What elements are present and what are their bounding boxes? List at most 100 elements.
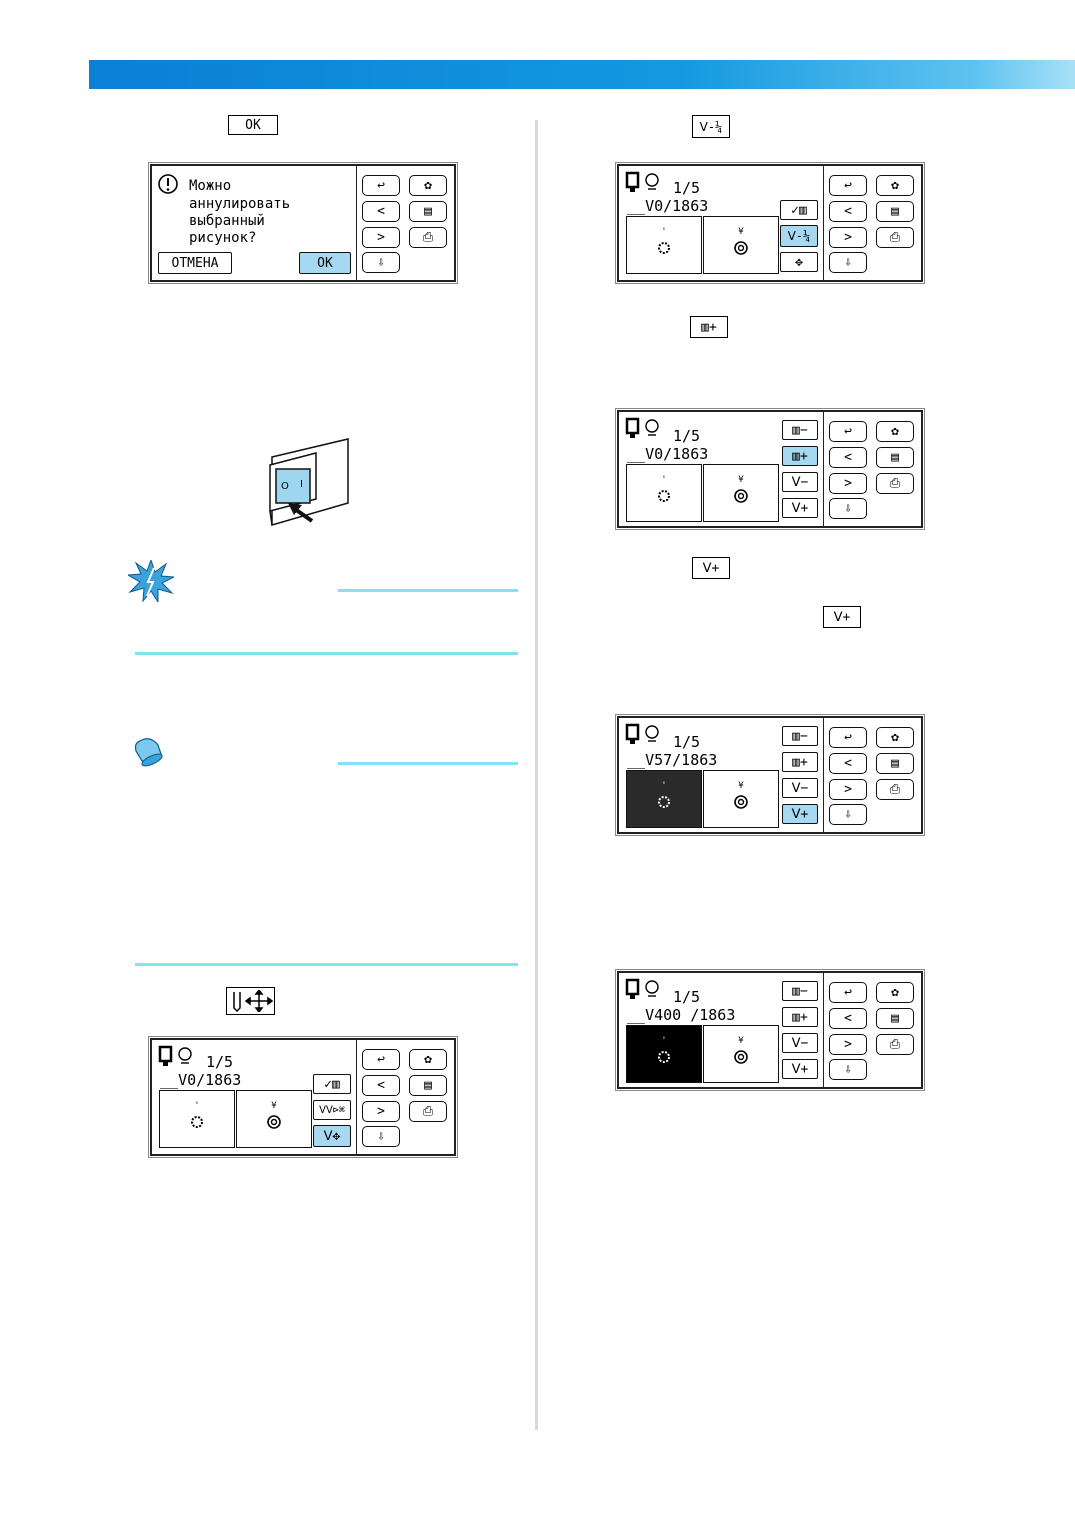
thread-plus-icon: ▥+	[792, 754, 808, 770]
stitch-minus-button[interactable]: Ⅴ−	[782, 778, 818, 798]
thread-plus-button[interactable]: ▥+	[782, 1007, 818, 1027]
save-icon: ⇩	[377, 1129, 385, 1144]
embroidery-button[interactable]: ✿	[876, 175, 914, 196]
embroidery-button[interactable]: ✿	[876, 727, 914, 748]
stitch-plus-key-icon: Ⅴ+	[692, 557, 730, 579]
memo-line-bottom	[135, 963, 518, 966]
save-button[interactable]: ⇩	[829, 804, 867, 825]
prev-button[interactable]: <	[829, 1008, 867, 1029]
thread-plus-button[interactable]: ▥+	[782, 752, 818, 772]
stitch-trace-button[interactable]: ᐯᐯ⊳⌘	[313, 1100, 351, 1120]
ok-button[interactable]: OK	[299, 252, 351, 274]
thread-minus-button[interactable]: ▥−	[782, 981, 818, 1001]
stitch-minus-button[interactable]: Ⅴ−	[782, 472, 818, 492]
note-line-top	[338, 589, 518, 592]
move-needle-button[interactable]: Ⅴ✥	[313, 1125, 351, 1147]
back-button[interactable]: ↩	[362, 1049, 400, 1070]
right-panel: ↩ ✿ < ▤ > ⎙ ⇩	[356, 1040, 455, 1154]
thread-plus-icon: ▥+	[792, 448, 808, 464]
save-button[interactable]: ⇩	[829, 1059, 867, 1080]
chevron-left-icon: <	[377, 1078, 385, 1093]
back-icon: ↩	[844, 178, 852, 193]
check-thread-button[interactable]: ✓▥	[780, 200, 818, 220]
stitch-minus-button[interactable]: Ⅴ−	[782, 1033, 818, 1053]
next-button[interactable]: >	[362, 227, 400, 248]
machine-button[interactable]: ⎙	[409, 1101, 447, 1122]
manual-button[interactable]: ▤	[876, 201, 914, 222]
thread-plus-button[interactable]: ▥+	[782, 446, 818, 466]
save-button[interactable]: ⇩	[362, 252, 400, 273]
move-needle-icon: Ⅴ✥	[323, 1128, 341, 1144]
embroidery-button[interactable]: ✿	[876, 982, 914, 1003]
back-button[interactable]: ↩	[829, 982, 867, 1003]
save-icon: ⇩	[844, 501, 852, 516]
document-icon: ▤	[891, 204, 899, 219]
prev-button[interactable]: <	[829, 447, 867, 468]
next-button[interactable]: >	[362, 1101, 400, 1122]
manual-button[interactable]: ▤	[409, 1075, 447, 1096]
save-button[interactable]: ⇩	[829, 498, 867, 519]
needle-forward-button[interactable]: Ⅴ-¼	[780, 225, 818, 247]
move-button[interactable]: ✥	[780, 252, 818, 272]
needle-mark: '	[661, 475, 667, 485]
embroidery-button[interactable]: ✿	[876, 421, 914, 442]
motif-icon	[734, 1049, 748, 1064]
motif-icon	[734, 794, 748, 809]
chevron-left-icon: <	[844, 1011, 852, 1026]
check-thread-icon: ✓▥	[324, 1076, 340, 1092]
embroidery-button[interactable]: ✿	[409, 175, 447, 196]
dialog-line-2: аннулировать	[189, 196, 291, 212]
cancel-button[interactable]: ОТМЕНА	[158, 252, 232, 274]
stitch-plus-button[interactable]: Ⅴ+	[782, 498, 818, 518]
prev-button[interactable]: <	[829, 201, 867, 222]
back-button[interactable]: ↩	[829, 421, 867, 442]
check-thread-icon: ✓▥	[791, 202, 807, 218]
save-button[interactable]: ⇩	[362, 1126, 400, 1147]
stitch-plus-key-icon: Ⅴ+	[823, 606, 861, 628]
ok-key-label: OK	[245, 117, 261, 133]
prev-button[interactable]: <	[829, 753, 867, 774]
stitch-plus-icon: Ⅴ+	[791, 806, 809, 822]
next-button[interactable]: >	[829, 473, 867, 494]
save-icon: ⇩	[844, 807, 852, 822]
prev-button[interactable]: <	[362, 1075, 400, 1096]
thread-minus-button[interactable]: ▥−	[782, 726, 818, 746]
embroidery-button[interactable]: ✿	[409, 1049, 447, 1070]
thread-box-next: ¥	[236, 1090, 312, 1148]
machine-button[interactable]: ⎙	[876, 1034, 914, 1055]
embroidery-icon: ✿	[424, 1052, 432, 1067]
thread-minus-button[interactable]: ▥−	[782, 420, 818, 440]
needle-mark: '	[194, 1101, 200, 1111]
stitch-counter: __V0/1863	[627, 197, 709, 215]
back-button[interactable]: ↩	[829, 727, 867, 748]
progress-label: 1/5	[673, 427, 701, 445]
save-button[interactable]: ⇩	[829, 252, 867, 273]
machine-button[interactable]: ⎙	[876, 473, 914, 494]
memo-line-top	[338, 762, 518, 765]
stitch-plus-button[interactable]: Ⅴ+	[782, 1059, 818, 1079]
thread-minus-icon: ▥−	[792, 983, 808, 999]
machine-button[interactable]: ⎙	[409, 227, 447, 248]
next-button[interactable]: >	[829, 227, 867, 248]
switch-on-label: I	[300, 479, 303, 490]
check-thread-button[interactable]: ✓▥	[313, 1074, 351, 1094]
manual-button[interactable]: ▤	[876, 753, 914, 774]
thread-plus-icon: ▥+	[701, 319, 717, 335]
manual-button[interactable]: ▤	[876, 1008, 914, 1029]
save-icon: ⇩	[377, 255, 385, 270]
back-button[interactable]: ↩	[362, 175, 400, 196]
prev-button[interactable]: <	[362, 201, 400, 222]
back-button[interactable]: ↩	[829, 175, 867, 196]
stitch-plus-button[interactable]: Ⅴ+	[782, 804, 818, 824]
machine-button[interactable]: ⎙	[876, 779, 914, 800]
manual-button[interactable]: ▤	[876, 447, 914, 468]
machine-button[interactable]: ⎙	[876, 227, 914, 248]
next-button[interactable]: >	[829, 779, 867, 800]
manual-button[interactable]: ▤	[409, 201, 447, 222]
back-icon: ↩	[377, 1052, 385, 1067]
stitch-plus-icon: Ⅴ+	[702, 560, 720, 576]
next-button[interactable]: >	[829, 1034, 867, 1055]
machine-icon: ⎙	[422, 230, 434, 245]
power-switch-illustration	[269, 438, 349, 526]
column-divider	[535, 120, 538, 1430]
